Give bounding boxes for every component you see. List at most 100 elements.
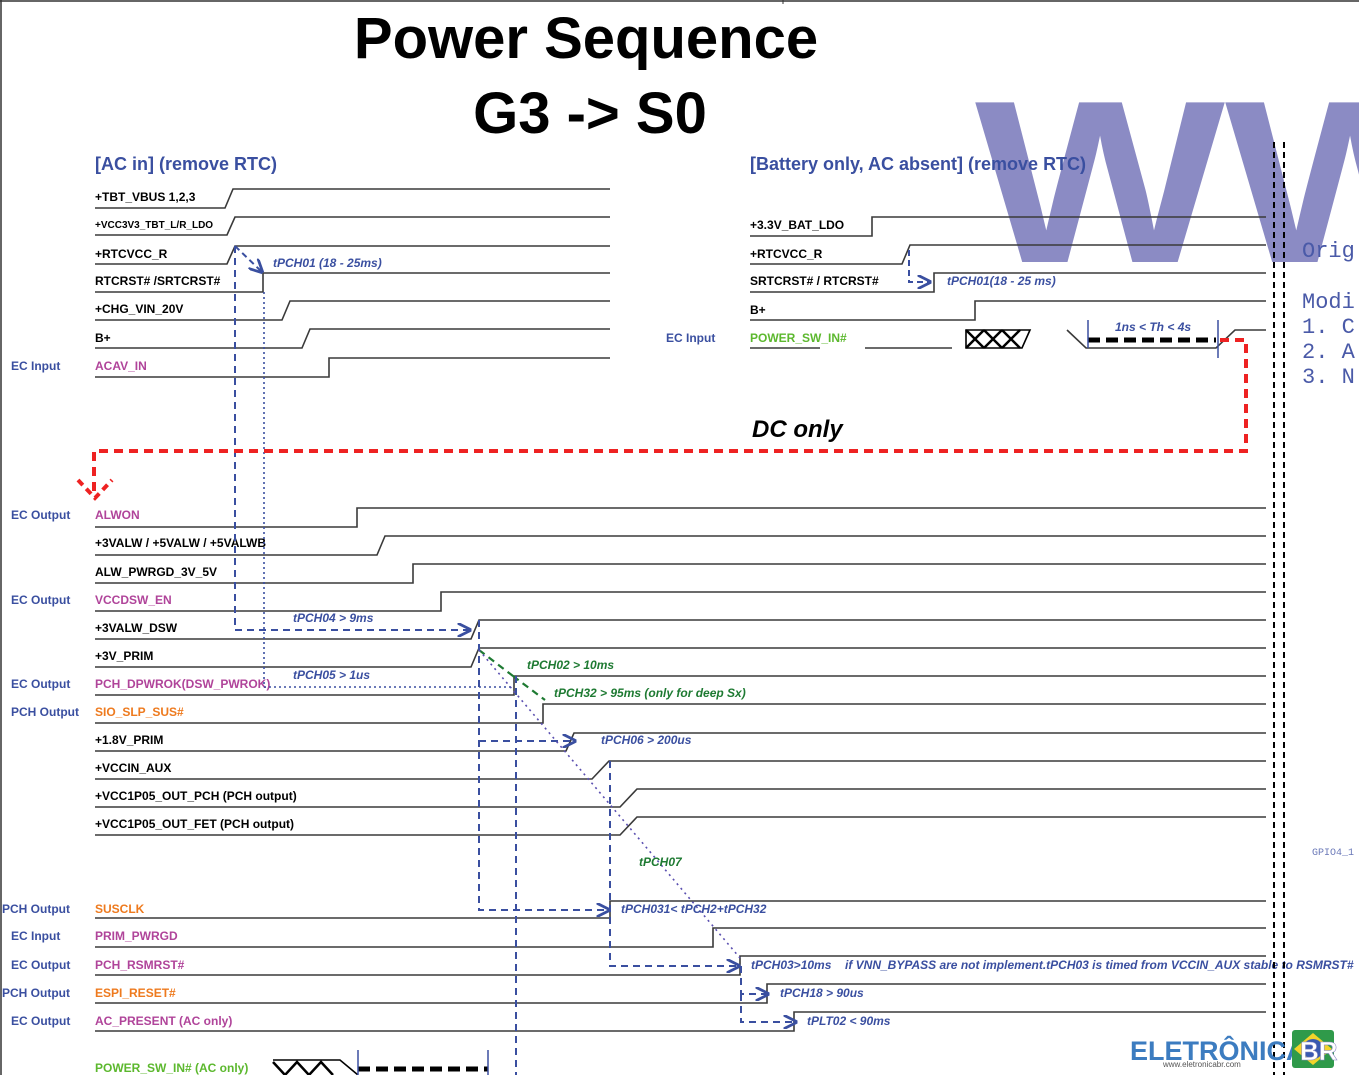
ac-signal-labels: +TBT_VBUS 1,2,3+VCC3V3_TBT_L/R_LDO+RTCVC… bbox=[11, 190, 221, 373]
main-role-label: EC Output bbox=[11, 1014, 70, 1028]
main-signal-label: VCCDSW_EN bbox=[95, 593, 172, 607]
main-role-label: PCH Output bbox=[11, 705, 79, 719]
timing-tpch01-bat: tPCH01(18 - 25 ms) bbox=[947, 274, 1056, 288]
wave-rtcvcc-r-ac bbox=[95, 245, 610, 265]
wave-prim-pwrgd bbox=[95, 927, 1266, 948]
main-role-label: PCH Output bbox=[2, 902, 70, 916]
logo-badge-circle bbox=[1303, 1039, 1323, 1059]
side-note-item-2: 2. A bbox=[1302, 340, 1356, 365]
wave-power-sw-in-bat bbox=[750, 329, 1266, 349]
side-note-item-1: 1. C bbox=[1302, 315, 1355, 340]
dc-only-arrowhead bbox=[76, 478, 114, 501]
wave-srtcrst-bat bbox=[750, 272, 1266, 293]
main-role-label: PCH Output bbox=[2, 986, 70, 1000]
power-sw-ac-hatch bbox=[272, 1059, 359, 1075]
ac-signal-label: +CHG_VIN_20V bbox=[95, 302, 183, 316]
side-note-item-3: 3. N bbox=[1302, 365, 1355, 390]
title-line-2: G3 -> S0 bbox=[473, 81, 707, 146]
battery-signal-label: +3.3V_BAT_LDO bbox=[750, 218, 844, 232]
side-note-modi: Modi bbox=[1302, 290, 1355, 315]
logo-badge-text: BR bbox=[1300, 1036, 1338, 1066]
arrow-tpch01-bat bbox=[908, 250, 930, 282]
wave-rtcvcc-r-bat bbox=[750, 244, 1266, 265]
wave-acav-in bbox=[95, 357, 610, 378]
ac-signal-label: +RTCVCC_R bbox=[95, 247, 168, 261]
power-sw-hatch bbox=[965, 329, 1032, 349]
wave-sio-slp-sus bbox=[95, 703, 1266, 724]
wave-vccdsw-en bbox=[95, 591, 1266, 612]
wave-vcc1p05-fet bbox=[95, 816, 1266, 836]
main-signal-label: POWER_SW_IN# (AC only) bbox=[95, 1061, 248, 1075]
main-signal-label: SUSCLK bbox=[95, 902, 145, 916]
main-signal-label: PCH_RSMRST# bbox=[95, 958, 185, 972]
wave-espi-reset bbox=[95, 983, 1266, 1004]
wave-tbt-vbus bbox=[95, 188, 610, 209]
timing-tpch04: tPCH04 > 9ms bbox=[293, 611, 374, 625]
timing-tpch05: tPCH05 > 1us bbox=[293, 668, 370, 682]
wave-vccin-aux bbox=[95, 760, 1266, 780]
main-signal-label: ALW_PWRGD_3V_5V bbox=[95, 565, 217, 579]
main-role-label: EC Input bbox=[11, 929, 60, 943]
main-signal-label: +3VALW_DSW bbox=[95, 621, 178, 635]
ac-role-label: EC Input bbox=[11, 359, 60, 373]
ac-signal-label: +VCC3V3_TBT_L/R_LDO bbox=[95, 220, 213, 231]
main-signal-label: +VCCIN_AUX bbox=[95, 761, 171, 775]
arrow-tpch32 bbox=[512, 675, 546, 701]
wave-bplus-bat bbox=[750, 300, 1266, 321]
timing-th: 1ns < Th < 4s bbox=[1115, 320, 1191, 334]
eletronicabr-logo: ELETRÔNICA BR www.eletronicabr.com bbox=[1130, 1030, 1338, 1069]
main-signal-label: +3VALW / +5VALW / +5VALWB bbox=[95, 536, 266, 550]
battery-role-label: EC Input bbox=[666, 331, 715, 345]
wave-bplus-ac bbox=[95, 328, 610, 349]
dc-only-path bbox=[92, 338, 1248, 492]
wave-vcc3v3-tbt bbox=[95, 216, 610, 236]
main-signal-label: +1.8V_PRIM bbox=[95, 733, 163, 747]
main-role-label: EC Output bbox=[11, 593, 70, 607]
wave-chg-vin bbox=[95, 300, 610, 321]
arrow-tpch05 bbox=[263, 292, 512, 688]
battery-signal-label: +RTCVCC_R bbox=[750, 247, 823, 261]
wave-3v-prim bbox=[95, 647, 1266, 668]
timing-tpch03-note: if VNN_BYPASS are not implement.tPCH03 i… bbox=[845, 958, 1354, 972]
title-line-1: Power Sequence bbox=[354, 6, 818, 71]
arrow-tpch01-ac bbox=[234, 245, 262, 272]
main-signal-label: AC_PRESENT (AC only) bbox=[95, 1014, 232, 1028]
ac-signal-label: B+ bbox=[95, 331, 111, 345]
wave-ac-present bbox=[95, 1011, 1266, 1032]
timing-tpch02: tPCH02 > 10ms bbox=[527, 658, 614, 672]
battery-signal-label: B+ bbox=[750, 303, 766, 317]
arrow-tpch03 bbox=[609, 761, 739, 966]
section-battery-only: [Battery only, AC absent] (remove RTC) bbox=[750, 154, 1086, 174]
wave-3valw bbox=[95, 535, 1266, 556]
timing-tpch32: tPCH32 > 95ms (only for deep Sx) bbox=[554, 686, 746, 700]
battery-signal-label: SRTCRST# / RTCRST# bbox=[750, 274, 879, 288]
wave-vcc1p05-pch bbox=[95, 788, 1266, 808]
main-role-label: EC Output bbox=[11, 958, 70, 972]
wave-pch-dpwrok bbox=[95, 675, 1266, 696]
timing-tpch18: tPCH18 > 90us bbox=[780, 986, 864, 1000]
timing-tplt02: tPLT02 < 90ms bbox=[807, 1014, 891, 1028]
main-signal-label: +VCC1P05_OUT_PCH (PCH output) bbox=[95, 789, 297, 803]
main-signal-label: PRIM_PWRGD bbox=[95, 929, 178, 943]
side-note-orig: Orig bbox=[1302, 239, 1355, 264]
battery-signal-labels: +3.3V_BAT_LDO +RTCVCC_R SRTCRST# / RTCRST#… bbox=[666, 218, 879, 345]
waveforms bbox=[95, 188, 1266, 1075]
logo-text: ELETRÔNICA bbox=[1130, 1035, 1306, 1066]
timing-tpch06: tPCH06 > 200us bbox=[601, 733, 692, 747]
dc-only-label: DC only bbox=[752, 416, 844, 443]
main-role-label: EC Output bbox=[11, 508, 70, 522]
wave-rtcrst-ac bbox=[95, 272, 610, 293]
main-signal-label: PCH_DPWROK(DSW_PWROK) bbox=[95, 677, 270, 691]
timing-tpch031: tPCH031< tPCH2+tPCH32 bbox=[621, 902, 767, 916]
arrow-tpch04 bbox=[234, 246, 470, 630]
wave-alw-pwrgd bbox=[95, 563, 1266, 584]
arrow-tpch031 bbox=[478, 620, 609, 910]
ac-signal-label: RTCRST# /SRTCRST# bbox=[95, 274, 221, 288]
arrow-tpch07 bbox=[478, 649, 741, 959]
timing-tpch07: tPCH07 bbox=[639, 855, 683, 869]
wave-3valw-dsw bbox=[95, 619, 1266, 640]
main-signal-label: +VCC1P05_OUT_FET (PCH output) bbox=[95, 817, 294, 831]
section-ac-in: [AC in] (remove RTC) bbox=[95, 154, 277, 174]
